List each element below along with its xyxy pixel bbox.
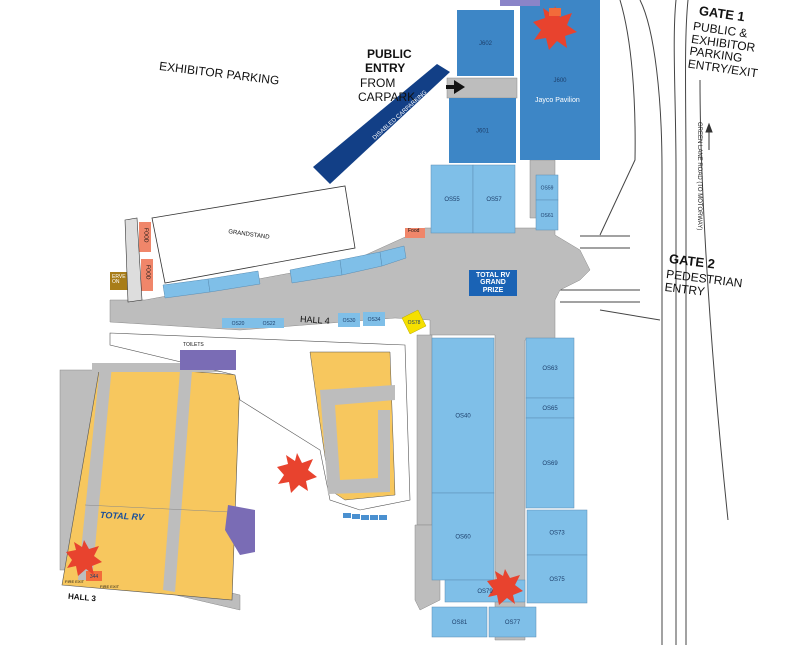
deal-burst-2 [277,453,317,493]
purple-block [225,505,255,555]
site-OS63b[interactable] [525,337,575,399]
reserve-box [110,272,132,290]
site-label-OS55: OS55 [444,197,460,203]
food-label-2: FOOD [144,265,151,280]
fire-exit-1: FIRE EXIT [65,579,85,584]
toilets-label: TOILETS [183,342,204,348]
site-J601[interactable] [449,98,516,163]
gate1-sub: PUBLIC & EXHIBITOR PARKING ENTRY/EXIT [687,19,764,80]
site-label-OS79: OS79 [477,589,493,595]
site-label-OS20: OS20 [232,321,245,327]
hall-3-dividers [78,363,242,592]
site-label-J600: J600 [553,78,567,84]
site-label-OS59: OS59 [541,186,554,192]
site-OS55[interactable] [430,164,474,234]
site-J602[interactable] [457,10,514,76]
site-label-OS30: OS30 [343,318,356,324]
site-label-OS63b: OS63 [542,366,558,372]
site-OS22[interactable] [254,318,284,328]
toilets-block [180,350,236,370]
food-label-1: FOOD [142,228,149,243]
site-label-344: 344 [90,574,99,580]
grandstand-left-wall [124,217,143,303]
entry-arrow-icon [446,80,465,94]
site-OS34[interactable] [363,312,385,326]
food-label-3: Food [408,228,420,234]
site-OS57[interactable] [472,164,516,234]
site-OS61[interactable] [535,199,559,231]
grandstand [151,185,356,284]
food-stall-3[interactable] [405,228,425,238]
site-OS77[interactable] [488,606,537,638]
fire-exit-2: FIRE EXIT [100,584,120,589]
site-label-OS77: OS77 [505,620,521,626]
site-OS75[interactable] [526,554,588,604]
hall4-label: HALL 4 [299,313,331,327]
site-label-OS65: OS65 [542,406,558,412]
site-OS30[interactable] [338,313,360,327]
small-blue-row [343,513,387,520]
grand-prize-line0: TOTAL RV [475,272,511,279]
site-OS81[interactable] [431,606,488,638]
deal-burst-4 [487,569,523,605]
deal-burst-1 [533,6,577,50]
from-line1: FROM [360,76,396,90]
site-label-OS57: OS57 [486,197,502,203]
hall-top-strip [500,0,540,6]
site-label-OS34: OS34 [368,317,381,323]
green-lane-label: GREEN LANE ROAD (TO MOTORWAY) [696,122,702,231]
grand-prize-line2: PRIZE [482,286,504,294]
deal-burst-3 [66,540,102,576]
site-label-OS69: OS69 [542,461,558,467]
reserve-label: ERVE ON [112,274,126,286]
site-label-OS60: OS60 [455,535,471,541]
hall-4-aisle [320,385,395,494]
jayco-pavilion-label: Jayco Pavilion [535,97,580,104]
from-line2: CARPARK [358,90,416,104]
disabled-ramp[interactable] [313,64,450,184]
hall-3-mid-line [84,504,231,513]
food-stall-1[interactable] [139,222,151,252]
site-label-OS61: OS61 [541,213,554,219]
site-OS60[interactable] [431,492,495,581]
site-label-OS22: OS22 [263,321,276,327]
os-strip-grandstand [162,245,407,299]
public-entry-line2: ENTRY [365,61,406,75]
public-entry-line1: PUBLIC [367,47,412,61]
site-OS40[interactable] [431,337,495,494]
site-label-OS73: OS73 [549,531,565,537]
site-label-OS40: OS40 [455,414,471,420]
site-OS69[interactable] [525,417,575,509]
site-label-OS78: OS78 [408,320,421,326]
site-label-OS75: OS75 [549,577,565,583]
north-arrow-icon [705,122,713,150]
site-label-J602: J602 [479,41,493,47]
site-344[interactable] [86,571,102,581]
grand-prize-box[interactable]: TOTAL RV GRAND PRIZE [469,270,517,297]
site-label-OS81: OS81 [452,620,468,626]
green-lane-road [560,0,729,645]
grand-prize-line1: GRAND [480,279,506,287]
site-OS20[interactable] [222,318,254,328]
food-stall-2[interactable] [141,259,153,291]
site-OS78[interactable] [401,309,427,335]
site-label-J601: J601 [476,129,490,135]
